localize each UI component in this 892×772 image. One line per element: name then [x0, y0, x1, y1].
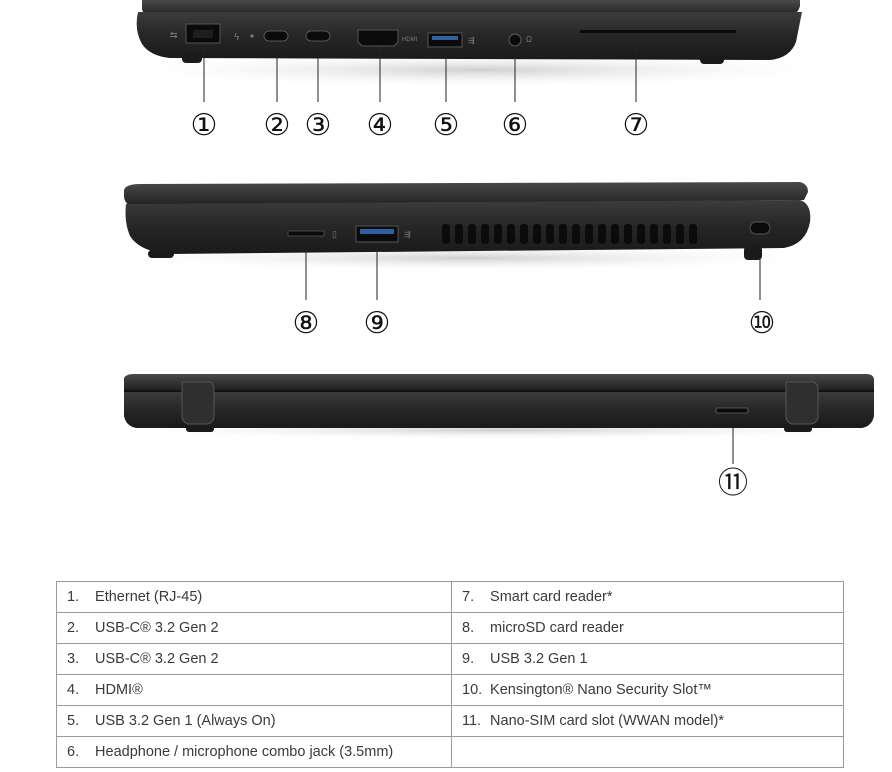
table-row: 4. HDMI® 10. Kensington® Nano Security S… [56, 674, 844, 706]
port-label: Nano-SIM card slot (WWAN model)* [490, 713, 724, 729]
left-side-leader-lines [203, 33, 637, 102]
port-cell: 7. Smart card reader* [451, 581, 844, 613]
rear-foot-left [186, 426, 214, 432]
callout-4: ④ [367, 108, 394, 143]
right-side-view: ▯ ⇶ [100, 182, 840, 272]
right-side-lid [124, 182, 808, 206]
port-number: 1. [67, 589, 80, 605]
port-cell: 5. USB 3.2 Gen 1 (Always On) [56, 705, 452, 737]
port-cell: 2. USB-C® 3.2 Gen 2 [56, 612, 452, 644]
left-side-foot-right [700, 56, 724, 64]
rear-callouts: ⑪ [718, 466, 748, 501]
port-number: 3. [67, 651, 80, 667]
ports-legend-table: 1. Ethernet (RJ-45) 7. Smart card reader… [56, 581, 844, 768]
rear-foot-right [784, 426, 812, 432]
port-number: 6. [67, 744, 80, 760]
port-label: USB 3.2 Gen 1 [490, 651, 588, 667]
hinge-right [785, 381, 819, 425]
right-side-foot-left [148, 250, 174, 258]
port-label: Kensington® Nano Security Slot™ [490, 682, 712, 698]
port-cell [451, 736, 844, 768]
kensington-slot [749, 221, 771, 235]
nano-sim-slot [715, 407, 749, 414]
hinge-left [181, 381, 215, 425]
ethernet-icon: ⇆ [170, 30, 178, 40]
left-side-view: ⇆ ϟ HDMI ⇶ Ω [100, 0, 860, 88]
port-cell: 9. USB 3.2 Gen 1 [451, 643, 844, 675]
ethernet-port [185, 23, 221, 44]
left-side-callouts: ① ② ③ ④ ⑤ ⑥ ⑦ [191, 108, 650, 143]
callout-1: ① [191, 108, 218, 143]
rear-chassis [124, 392, 874, 428]
port-label: Headphone / microphone combo jack (3.5mm… [95, 744, 394, 760]
usb-c-port-1 [263, 30, 289, 42]
rear-lid-seam [124, 390, 874, 392]
right-side-chassis [125, 200, 811, 254]
power-indicator-icon: ϟ [234, 32, 240, 43]
usb-a-tongue [432, 36, 458, 40]
usb-a-right-tongue [360, 229, 394, 234]
port-label: USB 3.2 Gen 1 (Always On) [95, 713, 276, 729]
right-side-foot-right [744, 246, 762, 260]
callout-7: ⑦ [623, 108, 650, 143]
laptop-ports-diagram: ⇆ ϟ HDMI ⇶ Ω ① ② ③ ④ ⑤ ⑥ ⑦ [80, 0, 892, 501]
right-side-callouts: ⑧ ⑨ ⑩ [293, 306, 776, 341]
port-cell: 3. USB-C® 3.2 Gen 2 [56, 643, 452, 675]
microsd-icon: ▯ [332, 229, 337, 239]
port-label: microSD card reader [490, 620, 624, 636]
callout-3: ③ [305, 108, 332, 143]
usb-c-port-2 [305, 30, 331, 42]
port-number: 8. [462, 620, 475, 636]
callout-11: ⑪ [718, 466, 748, 501]
callout-5: ⑤ [433, 108, 460, 143]
callout-6: ⑥ [502, 108, 529, 143]
port-number: 7. [462, 589, 475, 605]
cooling-vent [442, 224, 697, 244]
audio-jack [508, 33, 522, 47]
callout-9: ⑨ [364, 306, 391, 341]
left-side-shadow [100, 52, 860, 88]
port-number: 5. [67, 713, 80, 729]
port-label: Ethernet (RJ-45) [95, 589, 203, 605]
usb-ss-right-icon: ⇶ [404, 230, 411, 239]
rear-view [80, 374, 892, 440]
microsd-slot [287, 230, 325, 237]
smart-card-slot [580, 30, 736, 33]
table-row: 1. Ethernet (RJ-45) 7. Smart card reader… [56, 581, 844, 613]
port-cell: 8. microSD card reader [451, 612, 844, 644]
right-side-leader-lines [305, 237, 761, 300]
power-led [250, 34, 254, 38]
left-side-foot-left [182, 54, 202, 63]
port-label: USB-C® 3.2 Gen 2 [95, 651, 219, 667]
port-number: 2. [67, 620, 80, 636]
port-number: 4. [67, 682, 80, 698]
headphone-icon: Ω [526, 35, 532, 44]
port-label: HDMI® [95, 682, 143, 698]
port-cell: 10. Kensington® Nano Security Slot™ [451, 674, 844, 706]
port-cell: 1. Ethernet (RJ-45) [56, 581, 452, 613]
table-row: 5. USB 3.2 Gen 1 (Always On) 11. Nano-SI… [56, 705, 844, 737]
rear-lid [124, 374, 874, 390]
port-cell: 11. Nano-SIM card slot (WWAN model)* [451, 705, 844, 737]
port-number: 10. [462, 682, 483, 698]
port-cell: 6. Headphone / microphone combo jack (3.… [56, 736, 452, 768]
hdmi-port [357, 29, 399, 47]
callout-2: ② [264, 108, 291, 143]
port-number: 11. [462, 713, 482, 729]
table-row: 3. USB-C® 3.2 Gen 2 9. USB 3.2 Gen 1 [56, 643, 844, 675]
hdmi-tag: HDMI [402, 37, 418, 43]
port-label: USB-C® 3.2 Gen 2 [95, 620, 219, 636]
port-label: Smart card reader* [490, 589, 613, 605]
callout-8: ⑧ [293, 306, 320, 341]
port-number: 9. [462, 651, 475, 667]
table-row: 6. Headphone / microphone combo jack (3.… [56, 736, 844, 768]
callout-10: ⑩ [749, 306, 776, 341]
usb-ss-icon: ⇶ [468, 36, 475, 45]
port-cell: 4. HDMI® [56, 674, 452, 706]
table-row: 2. USB-C® 3.2 Gen 2 8. microSD card read… [56, 612, 844, 644]
